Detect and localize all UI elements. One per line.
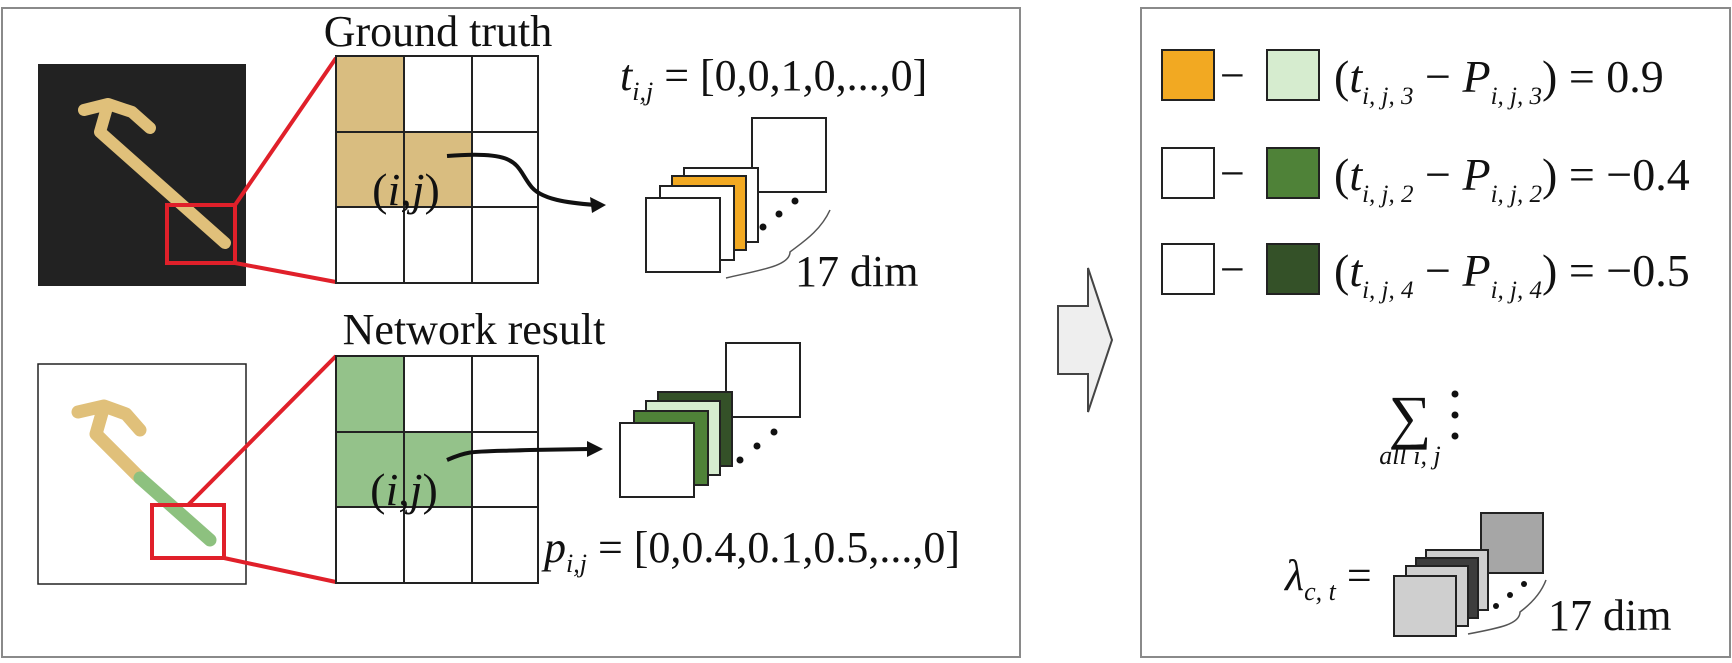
t-vector-label: ti,j = [0,0,1,0,...,0] [620,51,927,106]
svg-text:−: − [1220,51,1245,100]
error-row-3: − (ti, j, 4 − Pi, j, 4) = −0.5 [1161,243,1690,304]
row3-formula: (ti, j, 4 − Pi, j, 4) = −0.5 [1334,245,1690,304]
sum-under-label: all i, j [1379,441,1440,470]
row1-formula: (ti, j, 3 − Pi, j, 3) = 0.9 [1334,51,1664,110]
network-result-title: Network result [343,305,606,354]
gt-cell-label: (i,j) [372,164,440,215]
row2-formula: (ti, j, 2 − Pi, j, 2) = −0.4 [1334,149,1690,208]
row3-pred-swatch [1266,243,1320,295]
sum-ellipsis [1451,390,1459,440]
sum-symbol: ∑ [1389,384,1432,450]
error-row-1: − (ti, j, 3 − Pi, j, 3) = 0.9 [1161,49,1664,110]
row1-truth-swatch [1161,49,1215,101]
lambda-dim-label: 17 dim [1548,591,1671,640]
network-result-image [37,363,247,585]
net-channel-stack [619,342,801,498]
row1-pred-swatch [1266,49,1320,101]
ground-truth-stroke [78,98,231,249]
lambda-channel-stack [1393,512,1547,637]
row3-truth-swatch [1161,243,1215,295]
svg-text:−: − [1220,245,1245,294]
zoom-line-bottom-gt [234,261,337,284]
net-arrow [446,447,591,462]
ground-truth-grid [335,55,539,284]
gt-dim-label: 17 dim [795,247,918,296]
zoom-line-top-gt [233,56,338,207]
zoom-line-bottom-net [223,556,337,584]
svg-text:−: − [1220,149,1245,198]
error-row-2: − (ti, j, 2 − Pi, j, 2) = −0.4 [1161,147,1690,208]
left-panel-frame [1,7,1021,658]
p-vector-label: pi,j = [0,0.4,0.1,0.5,...,0] [541,523,960,578]
zoom-line-top-net [186,354,338,507]
ground-truth-title: Ground truth [324,7,553,56]
network-result-stroke-green [133,471,217,547]
net-cell-label: (i,j) [370,464,438,515]
net-arrowhead [587,441,603,457]
gt-arrow [446,152,596,207]
gt-channel-stack [645,117,831,279]
lambda-label: λc, t = [1283,551,1372,606]
row2-pred-swatch [1266,147,1320,199]
ground-truth-highlight-box [165,203,237,265]
right-panel-frame [1140,7,1731,658]
gt-arrowhead [590,197,606,213]
network-result-grid [335,355,539,584]
transition-arrow [1057,267,1114,413]
row2-truth-swatch [1161,147,1215,199]
ground-truth-image [38,64,246,286]
network-result-stroke [71,399,147,485]
